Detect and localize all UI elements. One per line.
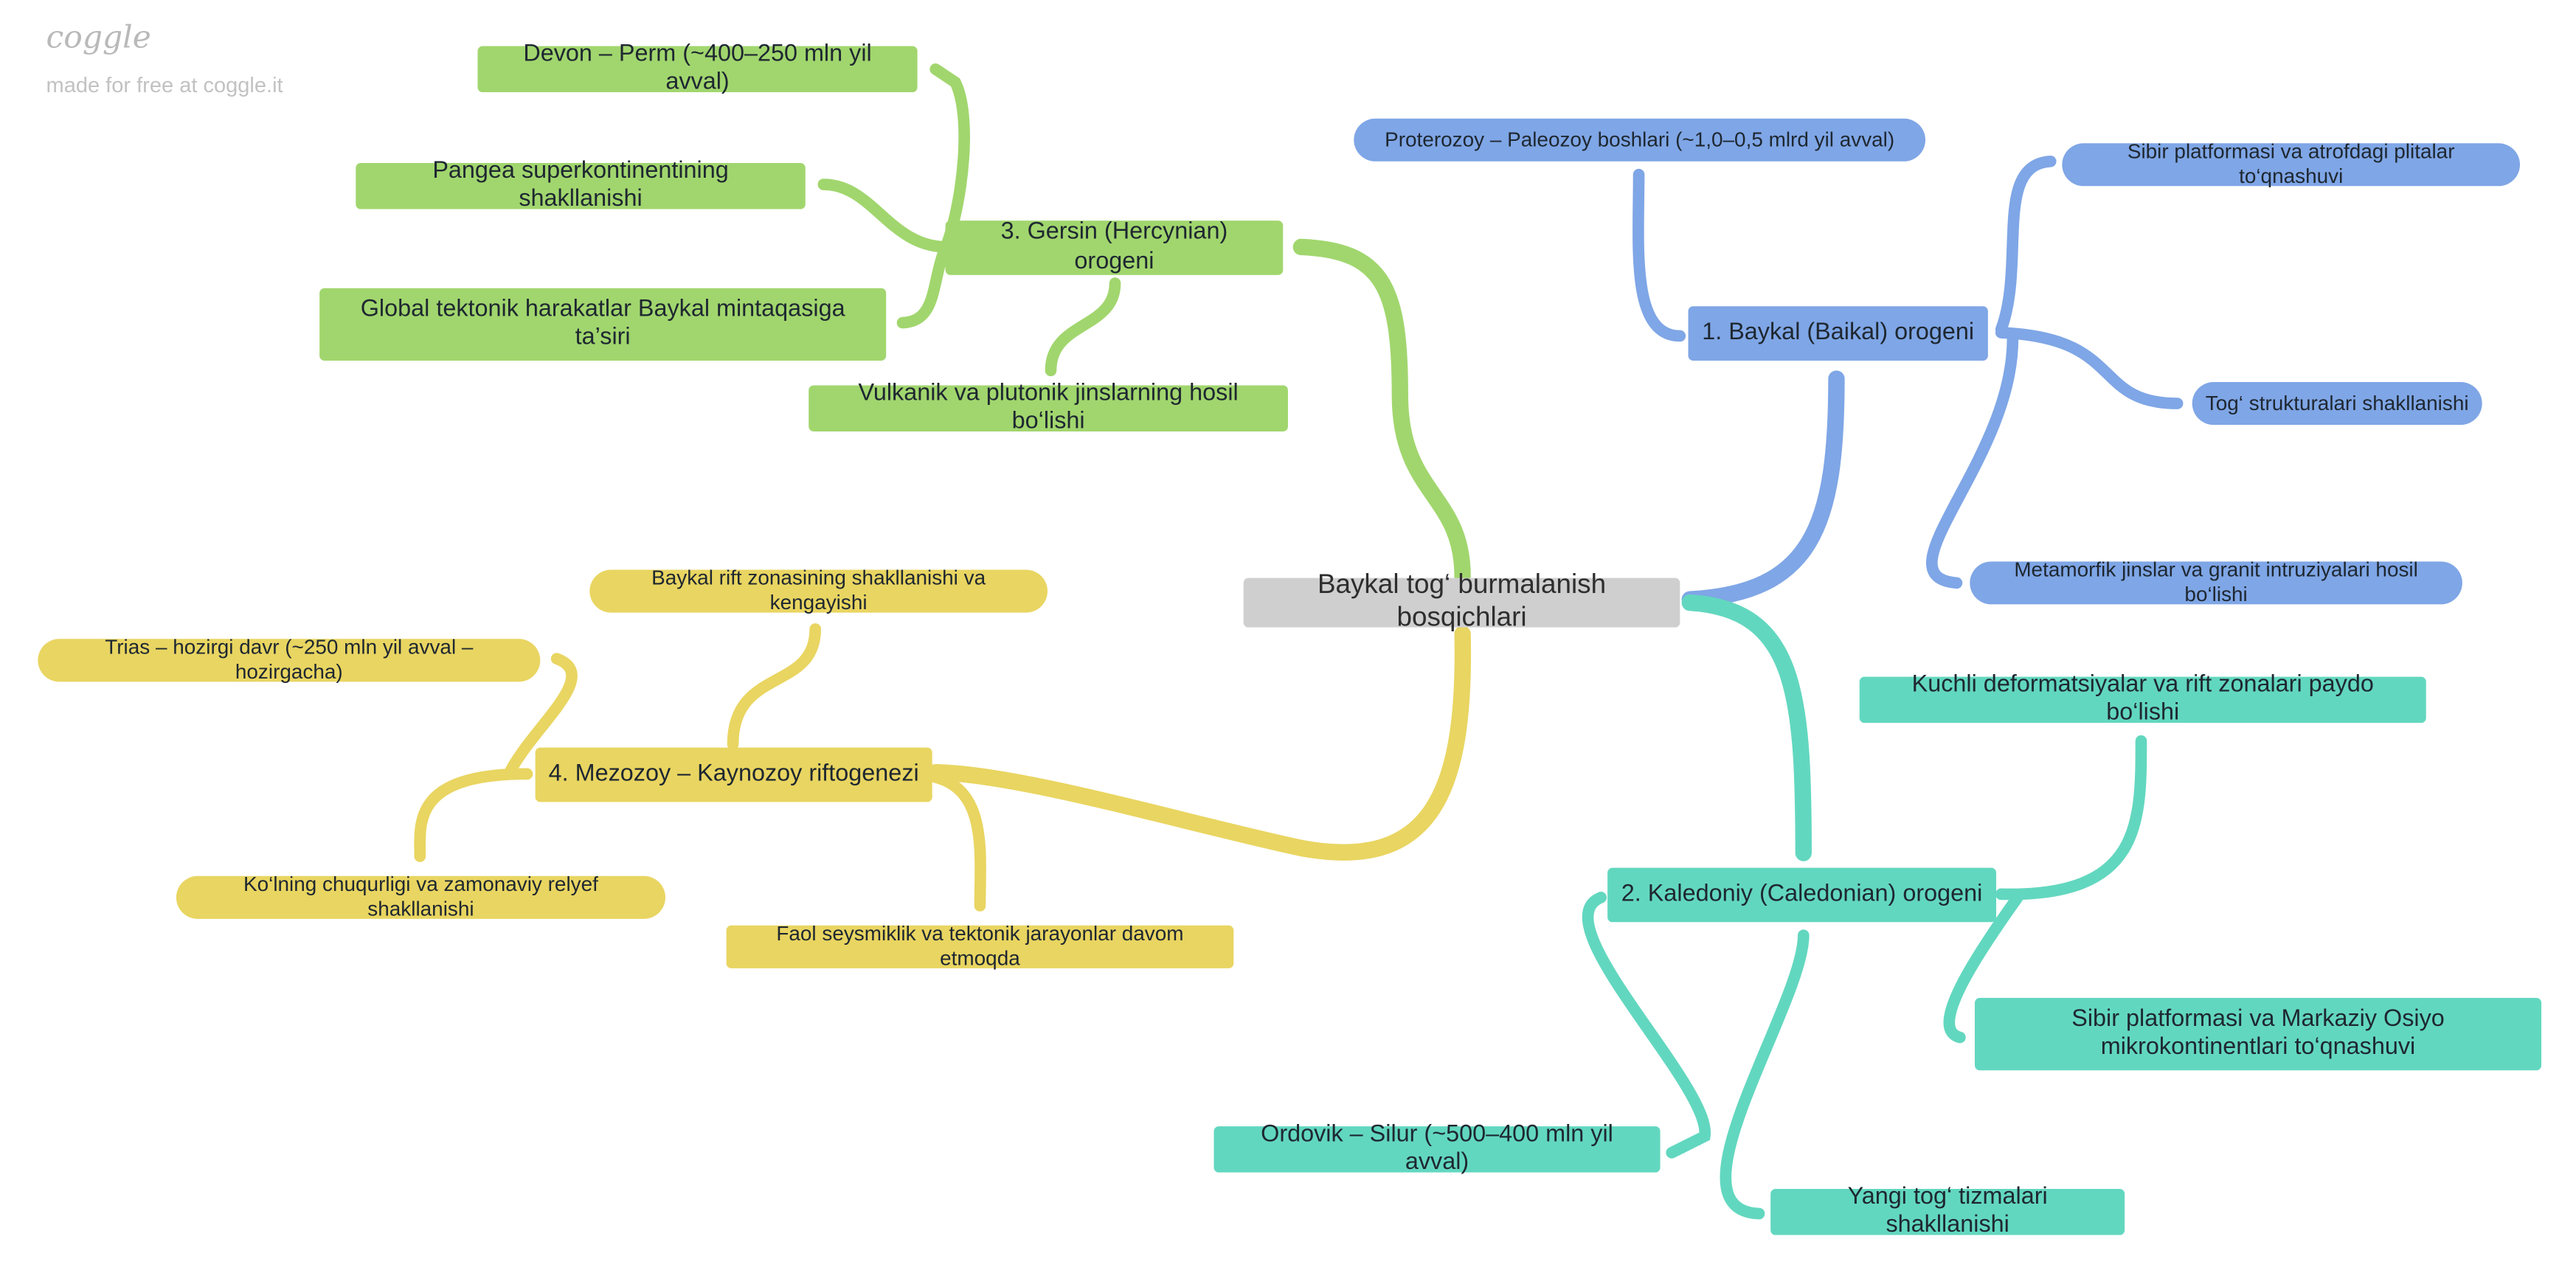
node-kuchli-deformatsiyalar[interactable]: Kuchli deformatsiyalar va rift zonalari …: [1859, 671, 2426, 726]
link-gersin-devon: [929, 63, 970, 250]
node-global-tektonik[interactable]: Global tektonik harakatlar Baykal mintaq…: [319, 288, 887, 361]
link-root-baykal: [1681, 370, 1845, 608]
link-kaledoniy-ordovik: [1582, 892, 1711, 1159]
root-node[interactable]: Baykal tog‘ burmalanish bosqichlari: [1243, 570, 1680, 632]
node-tog-strukturalari[interactable]: Tog‘ strukturalari shakllanishi: [2192, 381, 2482, 426]
node-baykal-orogeni[interactable]: 1. Baykal (Baikal) orogeni: [1688, 306, 1988, 361]
node-vulkanik[interactable]: Vulkanik va plutonik jinslarning hosil b…: [809, 380, 1288, 434]
link-kaledoniy-yangi: [1720, 929, 1810, 1220]
link-baykal-metamorfik: [1926, 333, 2019, 589]
link-root-gersin: [1292, 238, 1471, 585]
node-ordovik-silur[interactable]: Ordovik – Silur (~500–400 mln yil avval): [1213, 1121, 1661, 1176]
link-mezozoy-trias: [505, 653, 578, 777]
node-kol-chuqurligi[interactable]: Ko‘lning chuqurligi va zamonaviy relyef …: [176, 873, 666, 920]
node-sibir-markaziy-osiyo[interactable]: Sibir platformasi va Markaziy Osiyo mikr…: [1975, 998, 2542, 1071]
node-pangea[interactable]: Pangea superkontinentining shakllanishi: [356, 157, 806, 212]
node-yangi-tog-tizmalari[interactable]: Yangi tog‘ tizmalari shakllanishi: [1770, 1183, 2125, 1238]
link-root-mezozoy: [927, 625, 1472, 861]
link-mezozoy-faol: [929, 771, 986, 912]
blue-connectors: [1632, 155, 2184, 608]
link-gersin-global: [896, 237, 953, 329]
link-baykal-proterozoy: [1632, 168, 1686, 342]
yellow-connectors: [414, 623, 1472, 912]
node-baykal-rift[interactable]: Baykal rift zonasining shakllanishi va k…: [589, 566, 1048, 614]
teal-connectors: [1582, 594, 2147, 1220]
coggle-logo[interactable]: coggle: [46, 19, 151, 56]
node-trias[interactable]: Trias – hozirgi davr (~250 mln yil avval…: [38, 636, 541, 684]
link-kaledoniy-kuchli: [1995, 735, 2147, 901]
made-with-coggle-link[interactable]: made for free at coggle.it: [46, 72, 283, 97]
node-kaledoniy-orogeni[interactable]: 2. Kaledoniy (Caledonian) orogeni: [1607, 867, 1997, 923]
node-sibir-plitalar[interactable]: Sibir platformasi va atrofdagi plitalar …: [2062, 140, 2521, 188]
node-gersin-orogeni[interactable]: 3. Gersin (Hercynian) orogeni: [945, 219, 1284, 275]
link-mezozoy-rift: [727, 623, 822, 750]
node-mezozoy-kaynozoy[interactable]: 4. Mezozoy – Kaynozoy riftogenezi: [535, 747, 932, 802]
node-metamorfik[interactable]: Metamorfik jinslar va granit intruziyala…: [1970, 558, 2462, 606]
link-kaledoniy-sibir: [1943, 892, 2023, 1044]
node-proterozoy[interactable]: Proterozoy – Paleozoy boshlari (~1,0–0,5…: [1354, 118, 1926, 162]
link-gersin-vulkanik: [1045, 277, 1121, 377]
link-gersin-pangea: [817, 178, 953, 253]
link-baykal-tog: [1995, 327, 2184, 409]
node-faol-seysmiklik[interactable]: Faol seysmiklik va tektonik jarayonlar d…: [726, 922, 1234, 970]
link-mezozoy-kol: [414, 768, 533, 862]
link-baykal-sibir: [1995, 155, 2057, 336]
link-root-kaledoniy: [1681, 594, 1812, 861]
node-devon-perm[interactable]: Devon – Perm (~400–250 mln yil avval): [477, 41, 918, 95]
